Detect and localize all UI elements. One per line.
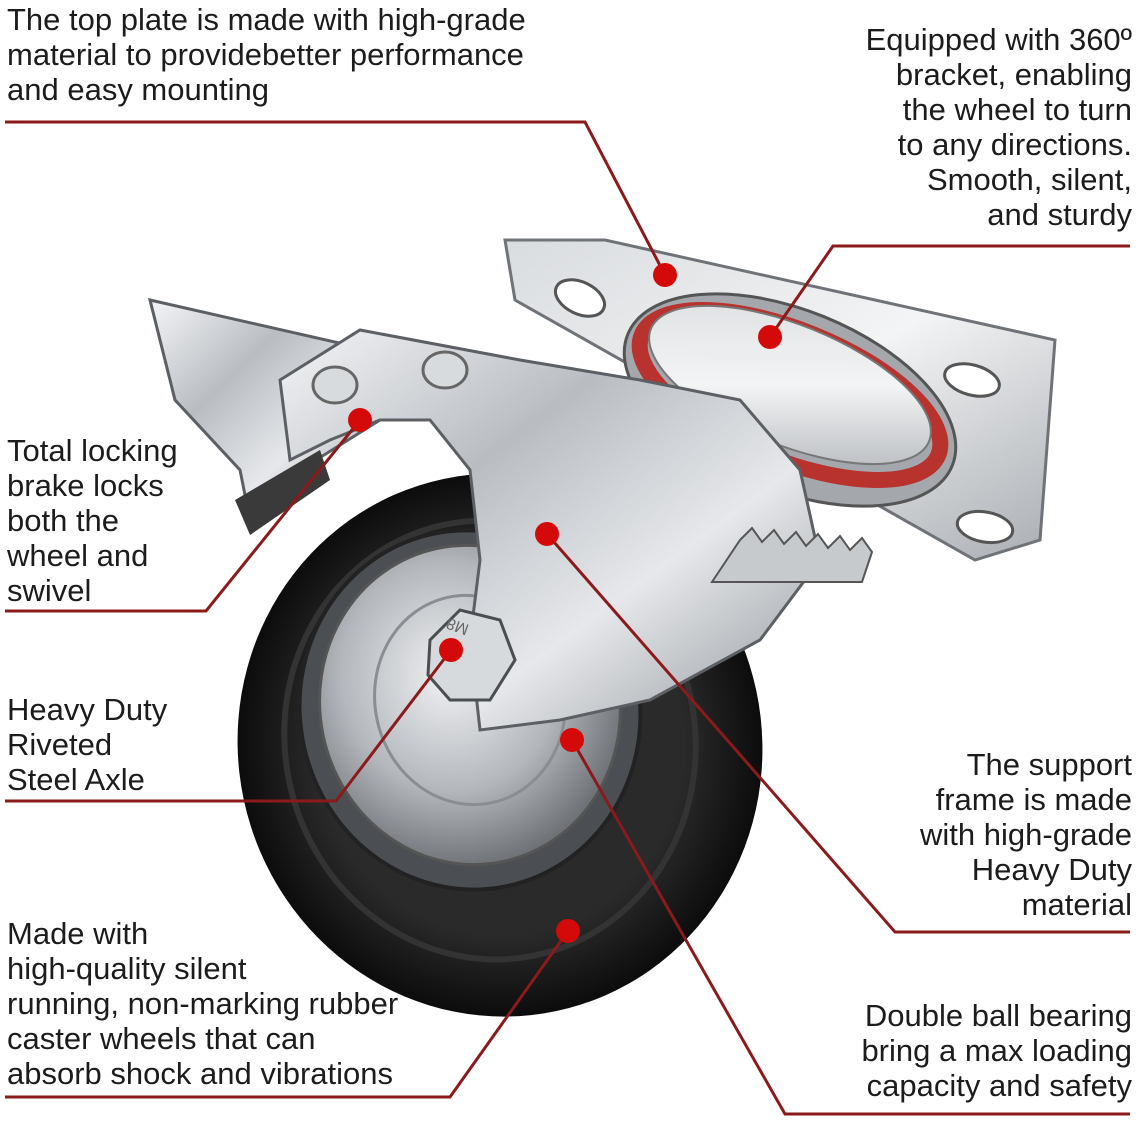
callout-line-frame bbox=[545, 533, 1130, 934]
callout-line-bearing bbox=[570, 739, 1130, 1116]
callout-dot-wheel bbox=[556, 919, 580, 943]
bolt-marking-text: M8 bbox=[444, 614, 471, 638]
callout-dot-axle bbox=[439, 638, 463, 662]
callout-dot-bearing bbox=[560, 728, 584, 752]
callout-top-plate: The top plate is made with high-grade ma… bbox=[7, 2, 526, 107]
callout-ball-bearing: Double ball bearing bring a max loading … bbox=[861, 998, 1132, 1103]
axle-bolt: M8 bbox=[426, 608, 517, 702]
callout-dot-top-plate bbox=[653, 263, 677, 287]
callout-bracket-360: Equipped with 360º bracket, enabling the… bbox=[865, 22, 1132, 232]
callout-dot-frame bbox=[535, 522, 559, 546]
callout-dot-brake bbox=[348, 408, 372, 432]
callout-line-wheel bbox=[5, 930, 570, 1099]
callout-line-bracket bbox=[768, 244, 1130, 338]
callout-brake: Total locking brake locks both the wheel… bbox=[7, 433, 178, 608]
callout-line-brake bbox=[5, 419, 362, 613]
callout-line-axle bbox=[5, 649, 453, 803]
callout-lines bbox=[5, 120, 1130, 1116]
callout-rubber-wheel: Made with high-quality silent running, n… bbox=[7, 916, 399, 1091]
callout-support-frame: The support frame is made with high-grad… bbox=[920, 747, 1132, 922]
callout-axle: Heavy Duty Riveted Steel Axle bbox=[7, 692, 168, 797]
callout-dot-bracket bbox=[758, 325, 782, 349]
callout-line-top-plate bbox=[5, 120, 667, 276]
callout-dots bbox=[348, 263, 782, 943]
